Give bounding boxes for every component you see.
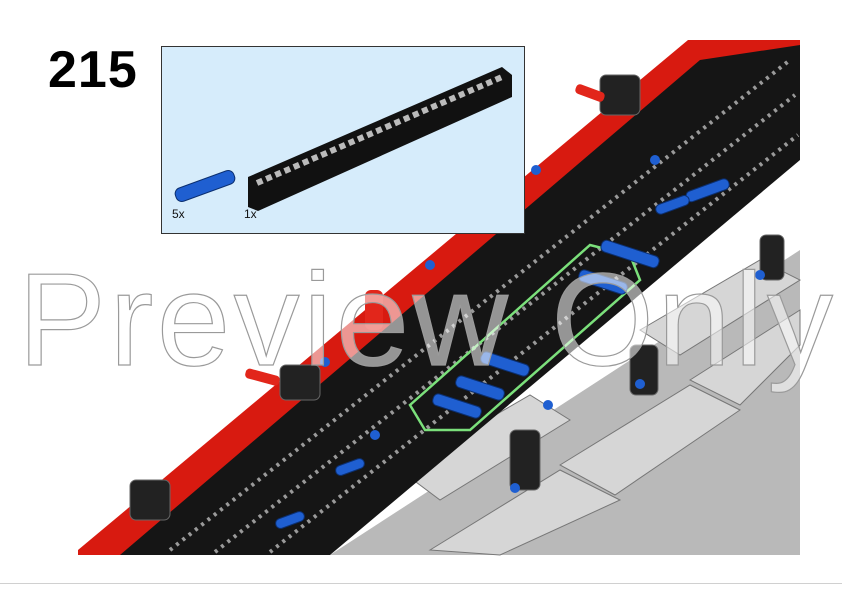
quantity-pin: 5x [172,207,185,221]
beam-holes [168,58,800,554]
gray-panels [399,259,802,556]
highlight-outline [408,243,642,432]
quantity-beam: 1x [244,207,257,221]
blue-pin-part [174,170,236,202]
parts-illustration [174,67,512,211]
step-number: 215 [48,41,138,99]
black-beams [120,45,800,555]
red-axle-parts [245,84,605,386]
black-beam-part [248,67,512,211]
page-divider [0,583,842,584]
blue-pins [275,178,730,529]
black-connectors [129,74,785,521]
blue-pin-dots [320,155,765,493]
parts-list-box: 5x 1x [161,46,525,234]
